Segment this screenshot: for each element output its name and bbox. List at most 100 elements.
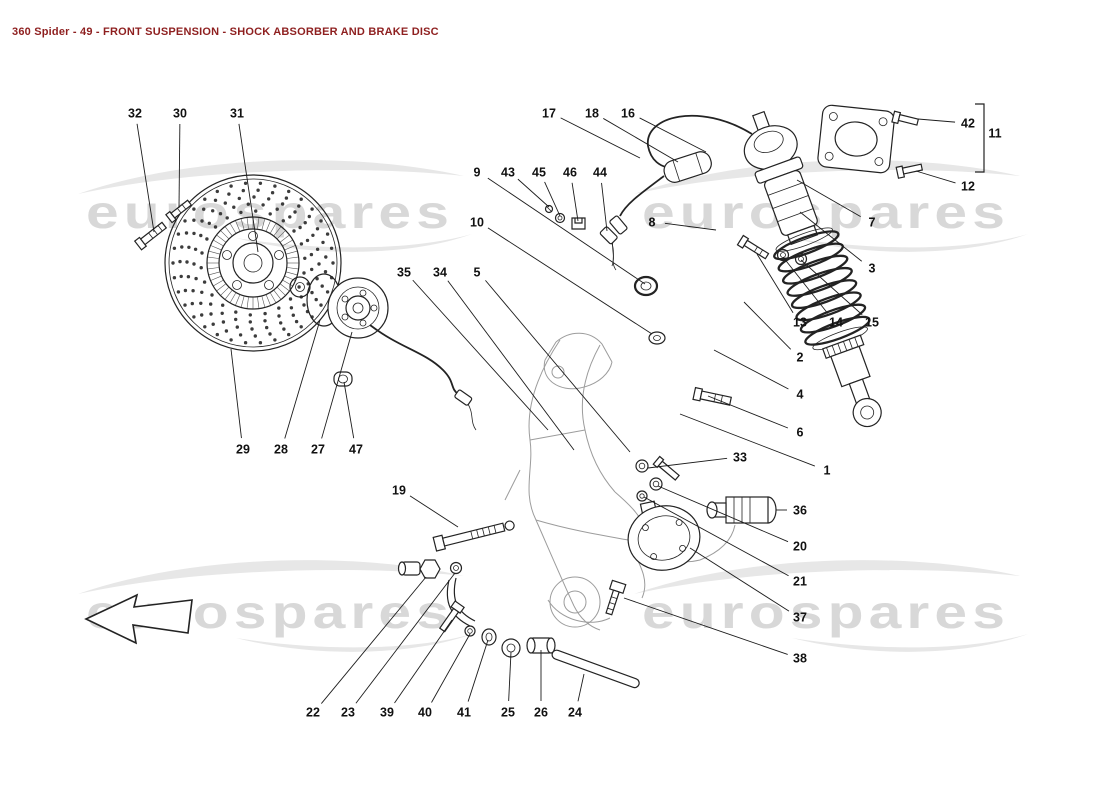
part-number-label: 17 <box>542 107 556 121</box>
part-number-label: 26 <box>534 706 548 720</box>
brake-disc <box>164 174 342 352</box>
part-number-label: 28 <box>274 443 288 457</box>
part-callout: 41 <box>457 639 489 720</box>
part-callout: 36 <box>776 504 807 518</box>
watermark: eurospares <box>634 160 1028 252</box>
part-callout: 23 <box>341 572 456 720</box>
link-parts <box>397 520 640 689</box>
part-number-label: 31 <box>230 107 244 121</box>
hub-bushing <box>333 371 353 387</box>
part-number-label: 42 <box>961 117 975 131</box>
part-number-label: 35 <box>397 266 411 280</box>
direction-arrow-icon <box>84 593 193 645</box>
part-callout: 40 <box>418 633 471 720</box>
part-number-label: 14 <box>829 316 843 330</box>
part-callout: 30 <box>173 107 187 209</box>
part-callout: 6 <box>707 395 804 440</box>
sensor-fixing-parts <box>544 204 618 271</box>
part-callout: 9 <box>474 166 646 285</box>
part-number-label: 18 <box>585 107 599 121</box>
cover-bolt <box>605 579 627 616</box>
part-callout: 4 <box>713 349 804 402</box>
part-callout: 46 <box>563 166 579 222</box>
part-number-label: 47 <box>349 443 363 457</box>
part-number-label: 24 <box>568 706 582 720</box>
part-number-label: 29 <box>236 443 250 457</box>
spring-grommet <box>633 275 666 345</box>
part-callout: 11 <box>988 127 1001 141</box>
part-number-label: 11 <box>988 127 1001 141</box>
part-callout: 43 <box>501 166 550 208</box>
part-number-label: 22 <box>306 706 320 720</box>
watermark: eurospares <box>78 560 472 652</box>
part-callout: 3 <box>799 211 876 276</box>
part-callout: 27 <box>311 331 353 457</box>
part-number-label: 25 <box>501 706 515 720</box>
lower-shock-hardware <box>635 386 732 502</box>
part-number-label: 37 <box>793 611 807 625</box>
upper-mount-plate <box>817 103 985 179</box>
part-number-label: 9 <box>474 166 481 180</box>
part-callout: 10 <box>470 216 653 335</box>
part-callout: 44 <box>593 166 608 232</box>
part-number-label: 10 <box>470 216 484 230</box>
part-number-label: 6 <box>797 426 804 440</box>
part-number-label: 20 <box>793 540 807 554</box>
part-callout: 32 <box>128 107 155 233</box>
part-callout: 34 <box>433 266 575 451</box>
disc-drill-holes <box>171 181 335 345</box>
watermark-text: eurospares <box>642 186 1010 238</box>
part-number-label: 46 <box>563 166 577 180</box>
part-number-label: 27 <box>311 443 325 457</box>
part-callout: 1 <box>679 413 831 478</box>
part-callout: 39 <box>380 619 453 720</box>
part-number-label: 5 <box>474 266 481 280</box>
part-callout: 37 <box>689 547 807 625</box>
part-callout: 31 <box>230 107 259 253</box>
plug-part <box>706 496 777 524</box>
watermark-text: eurospares <box>642 586 1010 638</box>
page-title: 360 Spider - 49 - FRONT SUSPENSION - SHO… <box>12 26 439 38</box>
part-callout: 8 <box>649 216 717 231</box>
part-number-label: 43 <box>501 166 515 180</box>
watermark: eurospares <box>634 560 1028 652</box>
part-callout: 26 <box>534 650 548 720</box>
part-number-label: 8 <box>649 216 656 230</box>
part-number-label: 4 <box>797 388 804 402</box>
part-callout: 42 <box>917 117 975 131</box>
part-number-label: 12 <box>961 180 975 194</box>
part-number-label: 36 <box>793 504 807 518</box>
part-callout: 47 <box>343 381 363 457</box>
part-number-label: 3 <box>869 262 876 276</box>
wheel-hub <box>289 273 477 431</box>
part-number-label: 39 <box>380 706 394 720</box>
part-callout: 17 <box>542 107 641 159</box>
part-callout: 14 <box>782 256 843 330</box>
part-number-label: 45 <box>532 166 546 180</box>
part-callout: 45 <box>532 166 561 217</box>
part-callout: 19 <box>392 484 459 528</box>
part-number-label: 23 <box>341 706 355 720</box>
part-callout: 15 <box>800 259 879 330</box>
part-number-label: 19 <box>392 484 406 498</box>
part-number-label: 33 <box>733 451 747 465</box>
damper-sensor <box>609 114 753 267</box>
part-callout: 18 <box>585 107 679 163</box>
part-callout: 2 <box>743 301 804 365</box>
part-number-label: 38 <box>793 652 807 666</box>
part-number-label: 41 <box>457 706 471 720</box>
part-callout: 7 <box>796 179 876 230</box>
watermark: eurospares <box>78 160 472 252</box>
part-callout: 20 <box>657 485 807 554</box>
part-callout: 38 <box>623 597 807 666</box>
cover-plate <box>627 500 701 571</box>
part-number-label: 44 <box>593 166 607 180</box>
part-callout: 22 <box>306 576 427 720</box>
part-callout: 28 <box>274 319 321 457</box>
part-callout: 12 <box>915 170 975 194</box>
spring-bolt-washers <box>736 234 808 266</box>
part-callout: 25 <box>501 651 515 720</box>
part-number-label: 40 <box>418 706 432 720</box>
part-number-label: 2 <box>797 351 804 365</box>
